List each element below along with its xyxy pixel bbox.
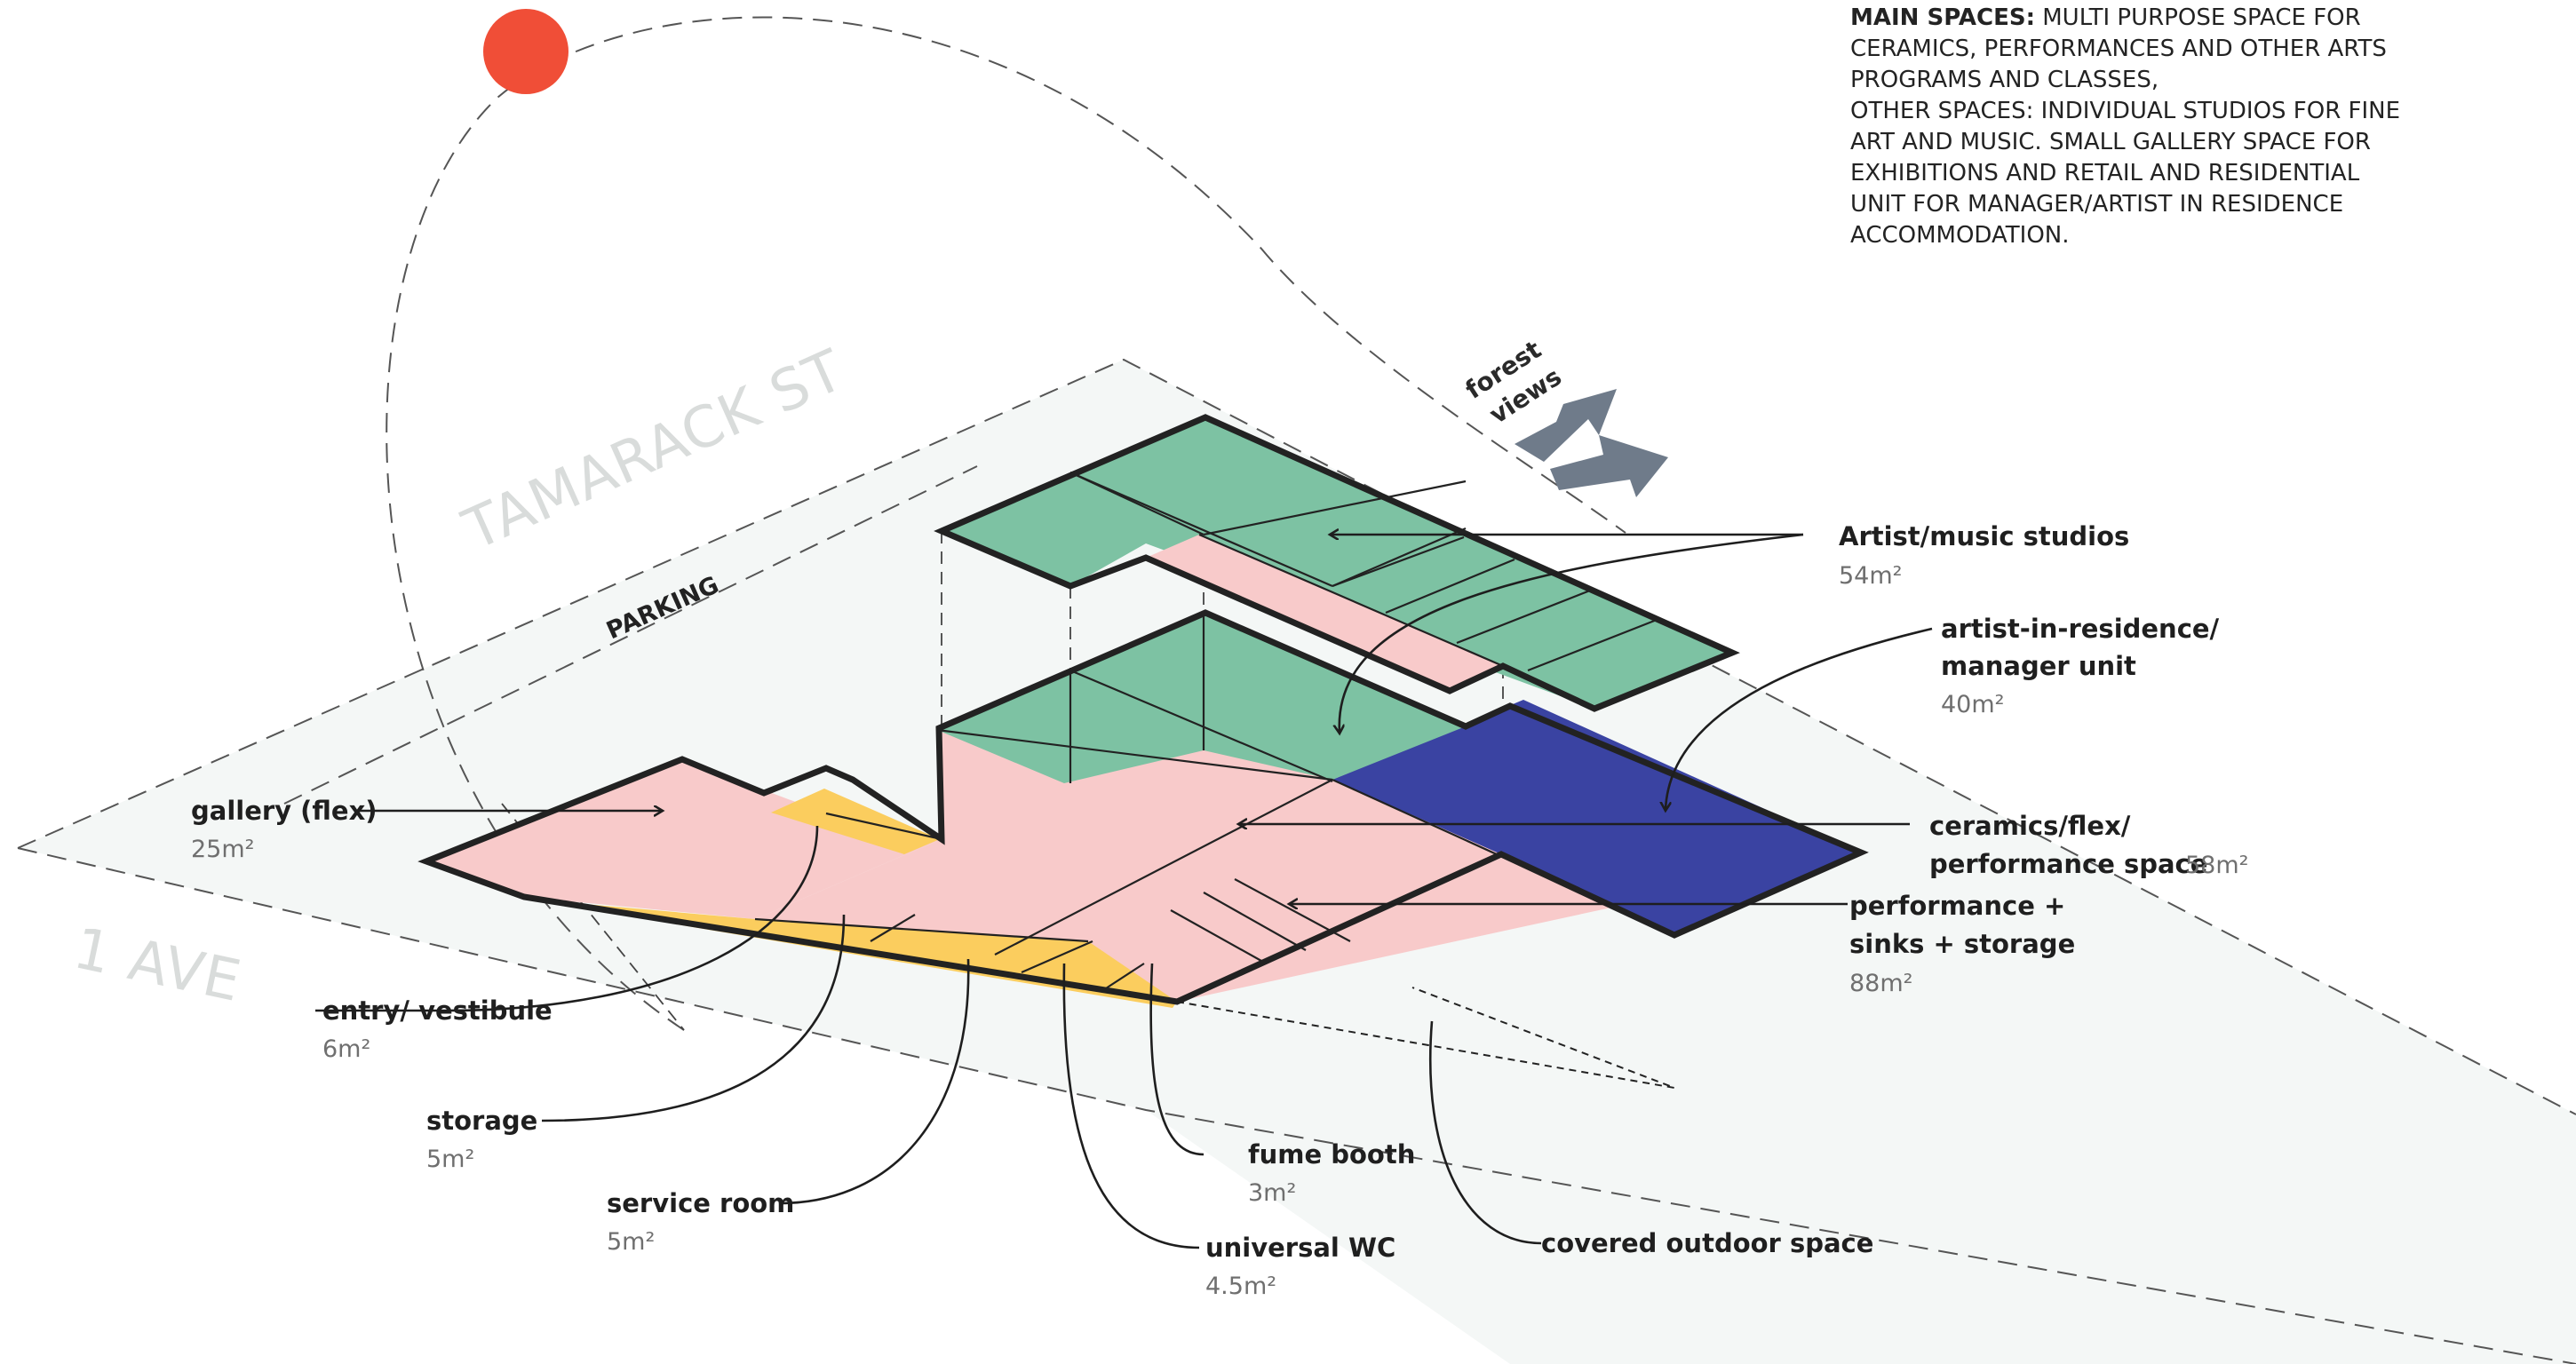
ceramics-label-2: performance space: [1929, 849, 2207, 879]
performance-label-1: performance +: [1849, 891, 2065, 921]
svg-text:EXHIBITIONS AND RETAIL AND RES: EXHIBITIONS AND RETAIL AND RESIDENTIAL: [1850, 160, 2360, 186]
arrow-right-icon: [1550, 435, 1668, 497]
outdoor-label: covered outdoor space: [1541, 1228, 1873, 1258]
fume-label: fume booth: [1248, 1139, 1415, 1170]
site-boundary-south: [17, 847, 2576, 1364]
performance-label-2: sinks + storage: [1849, 929, 2075, 959]
street-label-1-ave: 1 AVE: [68, 916, 247, 1015]
ground-floor: [417, 609, 1869, 1008]
gallery-label: gallery (flex): [191, 796, 378, 826]
svg-text:CERAMICS, PERFORMANCES AND OTH: CERAMICS, PERFORMANCES AND OTHER ARTS: [1850, 36, 2387, 62]
performance-area: 88m²: [1849, 970, 1912, 997]
studios-area: 54m²: [1839, 562, 1902, 590]
svg-text:UNIT FOR MANAGER/ARTIST IN RES: UNIT FOR MANAGER/ARTIST IN RESIDENCE: [1850, 191, 2343, 218]
covered-outdoor-outline: [1176, 987, 1675, 1089]
ground-floor-grid: [754, 613, 1675, 989]
wc-area: 4.5m²: [1205, 1273, 1276, 1300]
studios-label: Artist/music studios: [1839, 521, 2129, 551]
service-area: 5m²: [607, 1228, 655, 1256]
residence-corridor: [1146, 535, 1503, 691]
fume-area: 3m²: [1248, 1179, 1296, 1207]
storage-label: storage: [426, 1106, 537, 1136]
project-notes: MAIN SPACES: MULTI PURPOSE SPACE FOR CER…: [1850, 4, 2400, 249]
leaders: [315, 535, 1933, 1249]
entry-area: 6m²: [322, 1035, 370, 1063]
site-boundary-north: [17, 358, 2576, 1115]
residence-label-1: artist-in-residence/: [1941, 614, 2220, 644]
gallery-space: [426, 759, 942, 919]
residence-label-2: manager unit: [1941, 651, 2136, 681]
storage-area: 5m²: [426, 1146, 474, 1173]
studios-space: [942, 417, 1732, 709]
ground-floor-outline: [417, 609, 1869, 1005]
upper-floor-outline: [934, 414, 1740, 712]
svg-text:ART AND MUSIC. SMALL GALLERY S: ART AND MUSIC. SMALL GALLERY SPACE FOR: [1850, 129, 2371, 155]
sun-path: [386, 16, 1626, 1031]
ceramics-green-space: [937, 613, 1466, 783]
entry-vestibule-space: [771, 789, 940, 854]
parking-divider: [283, 465, 978, 805]
svg-text:ACCOMMODATION.: ACCOMMODATION.: [1850, 222, 2070, 249]
wc-label: universal WC: [1205, 1233, 1395, 1263]
service-label: service room: [607, 1188, 794, 1218]
upper-floor-grid: [1069, 471, 1658, 693]
arrow-right-icon: [1515, 389, 1617, 462]
svg-text:OTHER SPACES: INDIVIDUAL STUDI: OTHER SPACES: INDIVIDUAL STUDIOS FOR FIN…: [1850, 98, 2400, 124]
residence-unit: [1332, 700, 1861, 935]
upper-floor: [934, 414, 1740, 712]
ceramics-label-1: ceramics/flex/: [1929, 811, 2131, 841]
residence-area: 40m²: [1941, 691, 2004, 718]
ceramics-area: 58m²: [2185, 852, 2248, 879]
entry-label: entry/ vestibule: [322, 995, 553, 1026]
forest-views: forest views: [1460, 335, 1668, 497]
gallery-area: 25m²: [191, 836, 254, 863]
sun-icon: [483, 9, 568, 94]
svg-text:PROGRAMS AND CLASSES,: PROGRAMS AND CLASSES,: [1850, 67, 2159, 93]
svg-text:MAIN SPACES: MULTI PURPOSE SPA: MAIN SPACES: MULTI PURPOSE SPACE FOR: [1850, 4, 2361, 31]
